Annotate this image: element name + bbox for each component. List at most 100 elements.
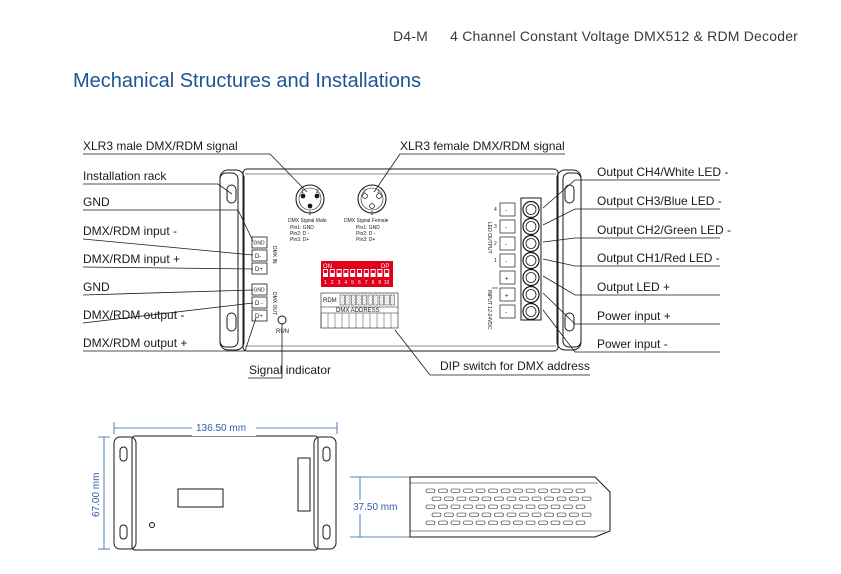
vent-slot [494,512,504,517]
callout-dmx-output-plus: DMX/RDM output + [83,336,187,350]
screw-terminal-icon [522,268,540,287]
svg-text:1: 1 [377,189,380,195]
dip-key-slider [323,270,328,273]
vent-slot [563,520,573,525]
terminal-sign-1: - [505,209,507,215]
callout-dmx-input-plus: DMX/RDM input + [83,252,180,266]
callout-ch1: Output CH1/Red LED - [597,251,720,265]
xlr-female-pin2: Pin2: D - [356,231,376,237]
rack-slot-bottom-right [564,312,575,332]
dip-dp-label: DP [381,264,389,270]
section-title: Mechanical Structures and Installations [73,70,421,92]
vent-slot [506,496,517,501]
callout-dmx-input-minus: DMX/RDM input - [83,224,177,238]
vent-slot [475,488,486,493]
dmx-out-gnd-mark: GND [254,288,266,294]
vent-slot [431,496,442,501]
dip-number: 5 [351,280,354,286]
dip-number: 1 [324,280,327,286]
vent-slot [531,496,542,501]
vent-slot [525,504,536,509]
vent-slot [450,520,461,525]
vent-slot [581,496,592,501]
dip-number: 3 [338,280,341,286]
vent-slot [513,488,523,493]
vent-slot [544,496,554,501]
dmx-in-dplus-mark: D+ [255,267,263,273]
vent-slot [513,504,523,509]
terminal-sign-2: - [505,226,507,232]
vent-slot [575,504,586,509]
vent-slots [425,488,592,525]
dip-number: 10 [384,280,390,286]
screw-terminal-icon [522,285,540,304]
svg-text:3: 3 [371,211,374,217]
vent-slot [538,504,548,509]
callout-gnd-top: GND [83,195,110,209]
svg-text:2: 2 [316,189,319,195]
vent-slot [550,488,561,493]
screw-terminals [522,200,540,321]
vent-slot [538,520,548,525]
dip-key-slider [371,270,375,273]
rdm-box [384,294,390,306]
dip-key-slider [351,270,355,273]
left-mounting-rail [219,169,245,351]
dip-key-slider [344,270,348,273]
screw-terminal-inner [525,221,537,232]
rdm-box [362,294,367,306]
vent-slot [525,488,536,493]
callout-xlr-male: XLR3 male DMX/RDM signal [83,139,238,153]
vent-slot [569,496,579,501]
callout-installation-rack: Installation rack [83,169,167,183]
vent-slot [575,488,586,493]
dip-key-slider [330,270,334,273]
vent-slot [425,488,436,493]
vent-slot [463,504,473,509]
channel-mark-2: 2 [494,241,497,247]
vent-slot [550,520,561,525]
dip-key-slider [357,270,362,273]
screw-terminal-inner [525,255,537,266]
screw-terminal-icon [522,251,540,270]
rdm-box [367,294,373,306]
dimension-top-view [113,435,337,551]
vent-slot [481,496,492,501]
screw-terminal-inner [525,272,537,283]
terminal-sign-box-2 [499,219,516,234]
callout-power-plus: Power input + [597,309,671,323]
callout-led-plus: Output LED + [597,280,670,294]
rack-slot-bottom-left [226,312,237,332]
height-dimension: 37.50 mm [353,502,397,513]
rdm-box [390,294,395,306]
vent-slot [463,520,473,525]
output-terminal-block [499,197,542,321]
terminal-sign-5: + [505,277,509,283]
vent-slot [500,504,511,509]
dip-number: 7 [365,280,368,286]
address-table [320,292,399,329]
dmx-in-vertical-label: DMX IN [271,246,277,264]
terminal-sign-4: - [505,260,507,266]
depth-dimension: 67.00 mm [91,473,102,517]
dmx-in-gnd-mark: GND [254,241,266,247]
rdm-label: RDM [323,298,337,304]
vent-slot [438,488,448,493]
vent-slot [469,496,479,501]
vent-slot [488,504,498,509]
rdm-box [345,294,351,306]
vent-slot [519,512,529,517]
vent-slot [488,488,498,493]
vent-slot [450,504,461,509]
rdm-box [351,294,356,306]
vent-slot [481,512,492,517]
terminal-sign-6: + [505,294,509,300]
right-mounting-rail [556,169,582,351]
dip-switch [321,261,393,287]
vent-slot [475,504,486,509]
dip-number: 2 [331,280,334,286]
vent-slot [444,496,454,501]
dmx-address-label: DMX ADDRESS [336,308,380,314]
screw-terminal-icon [522,302,540,321]
terminal-sign-7: - [505,311,507,317]
